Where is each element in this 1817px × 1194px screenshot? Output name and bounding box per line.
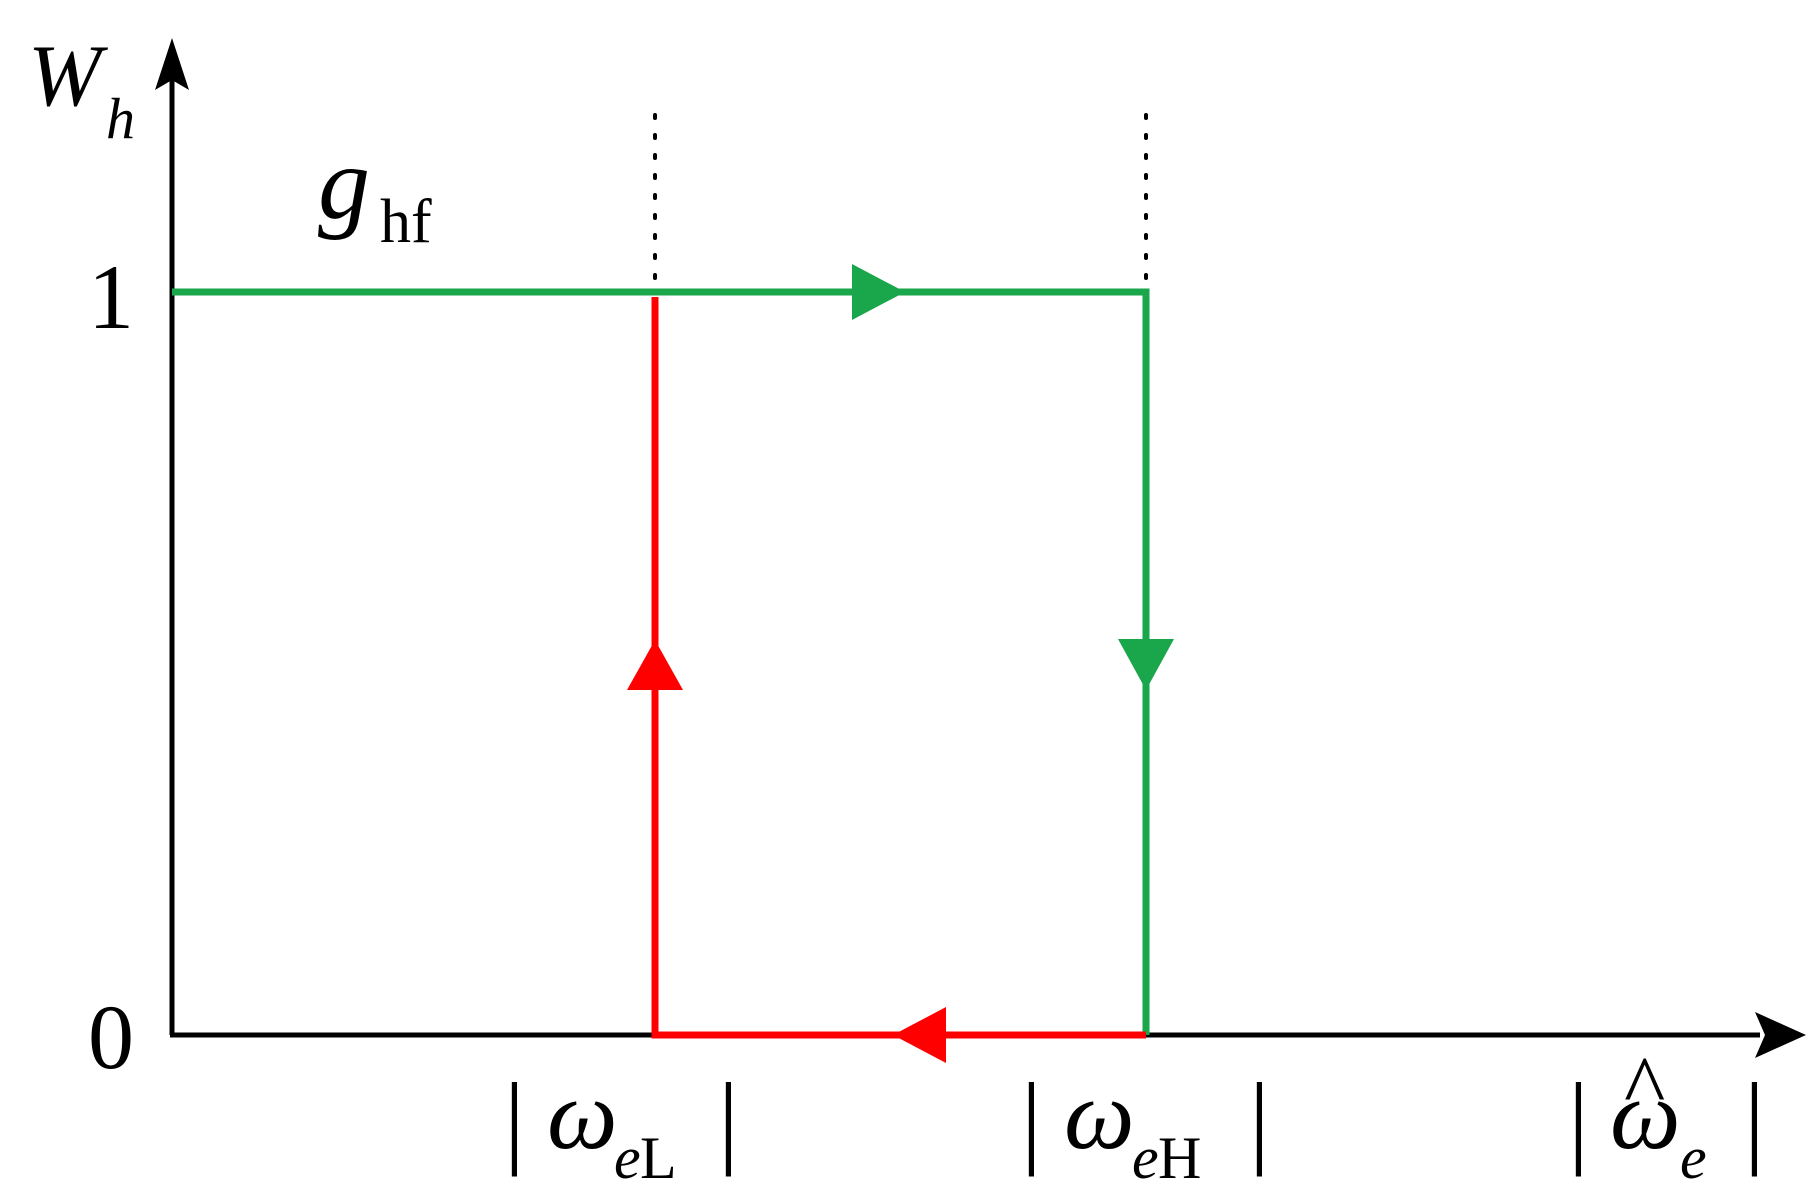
low-mark-sub-italic: e	[614, 1125, 641, 1191]
low-mark-sub-roman: L	[640, 1125, 677, 1191]
x-axis-subscript: e	[1680, 1125, 1707, 1191]
lower-path	[651, 297, 1146, 1039]
low-mark-symbol: ω	[547, 1059, 618, 1170]
x-axis-bar-left: |	[1568, 1062, 1589, 1177]
tick-zero: 0	[88, 986, 134, 1088]
low-mark-bar-right: |	[718, 1062, 739, 1177]
high-mark-symbol: ω	[1064, 1059, 1135, 1170]
y-axis-symbol: W	[28, 28, 108, 125]
high-mark-sub-italic: e	[1132, 1125, 1159, 1191]
curve-label-symbol: g	[318, 126, 370, 241]
low-mark-bar-left: |	[504, 1062, 525, 1177]
curve-label-subscript: hf	[380, 188, 432, 256]
x-axis-arrowhead	[1755, 1012, 1806, 1058]
left-edge-up-arrow	[627, 640, 683, 690]
tick-one: 1	[88, 246, 134, 348]
right-edge-down-arrow	[1118, 639, 1174, 690]
high-mark-bar-right: |	[1249, 1062, 1270, 1177]
upper-path-right-arrow	[852, 264, 905, 320]
x-axis-hat: ^	[1624, 1039, 1665, 1136]
y-axis-subscript: h	[106, 86, 135, 151]
x-axis-bar-right: |	[1744, 1062, 1765, 1177]
y-axis-arrowhead	[155, 38, 189, 90]
lower-path-left-arrow	[893, 1007, 946, 1063]
upper-path	[172, 288, 1150, 1035]
high-mark-sub-roman: H	[1158, 1125, 1201, 1191]
high-mark-bar-left: |	[1021, 1062, 1042, 1177]
x-axis-symbol: ω	[1610, 1059, 1681, 1170]
